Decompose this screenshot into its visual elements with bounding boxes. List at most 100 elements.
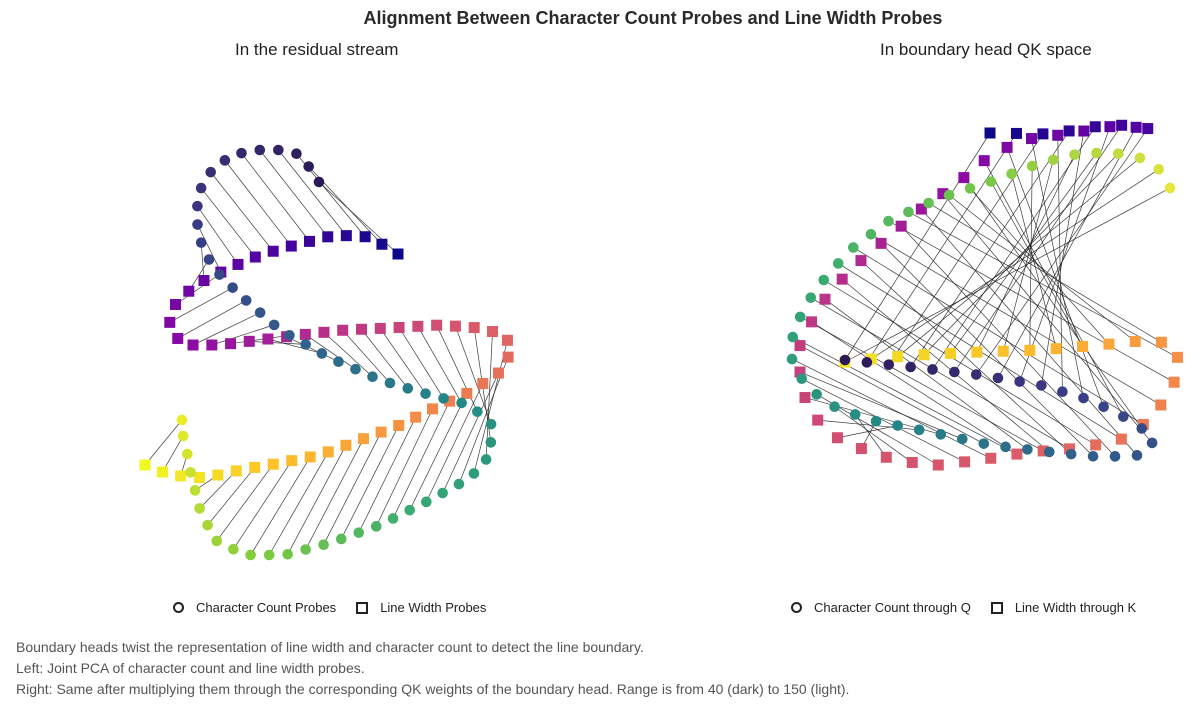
left-panel-subtitle: In the residual stream xyxy=(235,40,399,59)
line-width-marker xyxy=(262,333,274,345)
connector-line xyxy=(426,383,484,502)
connector-line xyxy=(323,332,373,377)
character-count-marker xyxy=(214,269,225,280)
character-count-marker xyxy=(1036,380,1047,391)
connector-line xyxy=(473,340,508,474)
character-count-marker xyxy=(1136,423,1148,434)
line-width-marker xyxy=(1129,335,1141,347)
line-width-marker xyxy=(1155,399,1167,411)
character-count-marker xyxy=(964,183,976,194)
line-width-marker xyxy=(1130,121,1142,133)
line-width-marker xyxy=(1142,123,1154,135)
line-width-marker xyxy=(1116,119,1128,131)
line-width-marker xyxy=(477,377,489,389)
circle-marker-icon xyxy=(173,602,184,613)
line-width-marker xyxy=(1024,344,1036,356)
character-count-marker xyxy=(353,527,365,538)
character-count-marker xyxy=(303,161,314,172)
connector-line xyxy=(1019,126,1111,382)
line-width-marker xyxy=(1171,351,1183,363)
character-count-marker xyxy=(404,504,415,516)
connector-line xyxy=(908,211,1178,358)
line-width-marker xyxy=(249,461,261,473)
line-width-marker xyxy=(183,285,195,297)
caption-line: Right: Same after multiplying them throu… xyxy=(16,681,850,697)
legend-item-line-width-k: Line Width through K xyxy=(990,600,1136,615)
connector-line xyxy=(278,149,347,236)
character-count-marker xyxy=(240,295,252,306)
square-marker-icon xyxy=(356,601,369,614)
line-width-marker xyxy=(225,338,237,350)
character-count-marker xyxy=(300,339,311,350)
right-legend: Character Count through Q Line Width thr… xyxy=(791,600,1156,615)
connector-line xyxy=(409,393,468,511)
line-width-marker xyxy=(1010,127,1022,139)
line-width-marker xyxy=(468,322,480,334)
connector-line xyxy=(216,463,274,542)
character-count-marker xyxy=(1087,451,1099,462)
line-width-marker xyxy=(1037,445,1049,457)
connector-line xyxy=(853,247,1144,425)
character-count-marker xyxy=(1109,451,1121,462)
character-count-marker xyxy=(1131,450,1143,461)
line-width-marker xyxy=(392,248,404,260)
character-count-marker xyxy=(387,513,399,524)
line-width-marker xyxy=(374,322,386,334)
connector-line xyxy=(305,334,356,370)
line-width-marker xyxy=(895,220,907,232)
character-count-marker xyxy=(1006,168,1017,180)
caption-line: Boundary heads twist the representation … xyxy=(16,639,644,655)
connector-line xyxy=(192,312,261,346)
character-count-marker xyxy=(883,359,895,370)
character-count-marker xyxy=(437,487,448,499)
connector-line xyxy=(259,149,329,238)
character-count-marker xyxy=(313,176,325,188)
character-count-marker xyxy=(370,521,382,532)
panel-1-marks xyxy=(786,119,1183,471)
connector-line xyxy=(177,300,247,339)
line-width-marker xyxy=(267,458,279,470)
connector-line xyxy=(144,419,183,466)
character-count-marker xyxy=(273,144,284,156)
legend-item-character-count-q: Character Count through Q xyxy=(791,600,971,615)
character-count-marker xyxy=(176,414,188,426)
character-count-marker xyxy=(992,372,1004,384)
line-width-marker xyxy=(230,465,242,477)
character-count-marker xyxy=(1164,182,1176,194)
connector-line xyxy=(417,326,462,404)
connector-line xyxy=(897,157,1141,357)
left-legend: Character Count Probes Line Width Probes xyxy=(173,600,506,615)
character-count-marker xyxy=(1134,152,1146,164)
character-count-marker xyxy=(892,420,903,431)
character-count-marker xyxy=(786,353,798,365)
connector-line xyxy=(358,417,416,533)
connector-line xyxy=(340,425,400,540)
line-width-marker xyxy=(412,320,424,332)
character-count-marker xyxy=(205,166,217,178)
line-width-marker xyxy=(1103,338,1115,350)
connector-line xyxy=(268,451,329,556)
connector-line xyxy=(249,340,306,345)
line-width-marker xyxy=(169,299,181,311)
character-count-marker xyxy=(185,467,196,478)
connector-line xyxy=(199,470,237,509)
character-count-marker xyxy=(935,429,947,440)
scatter-plots xyxy=(139,119,1183,561)
line-width-marker xyxy=(449,320,461,332)
character-count-marker xyxy=(1098,401,1109,413)
character-count-marker xyxy=(818,274,830,286)
line-width-marker xyxy=(1011,448,1023,460)
connector-line xyxy=(392,400,451,519)
connector-line xyxy=(810,297,1070,450)
connector-line xyxy=(1031,138,1084,399)
line-width-marker xyxy=(812,414,824,426)
connector-line xyxy=(801,378,965,463)
character-count-marker xyxy=(182,448,193,460)
line-width-marker xyxy=(501,334,513,346)
connector-line xyxy=(323,431,382,545)
character-count-marker xyxy=(177,430,189,442)
panel-0-marks xyxy=(139,144,514,561)
character-count-marker xyxy=(291,148,302,160)
connector-line xyxy=(287,445,347,555)
character-count-marker xyxy=(384,377,396,389)
